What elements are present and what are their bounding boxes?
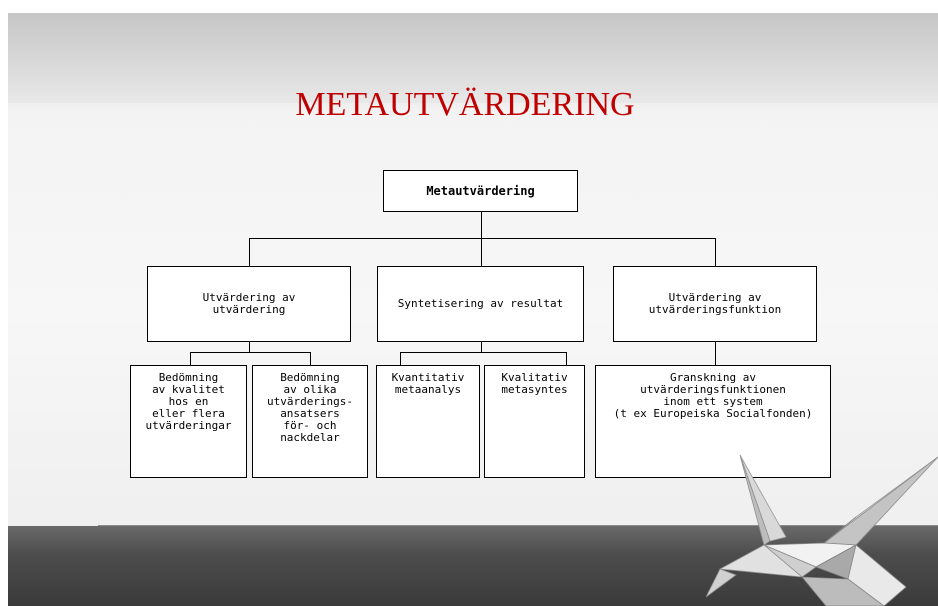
connector [400,352,566,353]
connector [481,211,482,238]
node-granskning: Granskning av utvärderingsfunktionen ino… [595,365,831,478]
node-kvantitativ: Kvantitativ metaanalys [376,365,480,478]
connector [249,341,250,353]
paper-crane-icon [706,454,938,606]
connector [310,352,311,366]
node-bedomning-ansatser: Bedömning av olika utvärderings- ansatse… [252,365,368,478]
root-node: Metautvärdering [383,170,578,212]
connector [715,238,716,267]
connector [190,352,310,353]
connector [400,352,401,366]
node-utvardering-av-utvardering: Utvärdering av utvärdering [147,266,351,342]
connector [566,352,567,366]
connector [249,238,250,267]
connector [481,341,482,353]
connector [715,341,716,366]
node-syntetisering: Syntetisering av resultat [377,266,584,342]
node-utvardering-av-funktion: Utvärdering av utvärderingsfunktion [613,266,817,342]
top-band [8,13,938,103]
node-bedomning-kvalitet: Bedömning av kvalitet hos en eller flera… [130,365,247,478]
connector [481,238,482,267]
connector [190,352,191,366]
slide-title: METAUTVÄRDERING [295,86,635,123]
connector [249,238,715,239]
node-kvalitativ: Kvalitativ metasyntes [484,365,585,478]
